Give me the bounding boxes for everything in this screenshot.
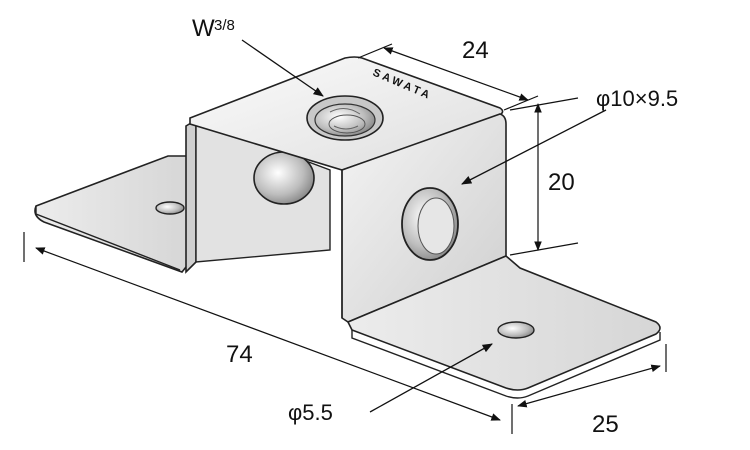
right-foot-hole xyxy=(497,321,535,339)
length-dimension: 74 xyxy=(23,232,513,434)
foot-width-dimension: 25 xyxy=(517,344,667,438)
thread-label: W xyxy=(192,15,215,42)
top-width-label: 24 xyxy=(462,37,489,64)
large-hole-callout: φ10×9.5 xyxy=(461,86,678,185)
left-foot-hole xyxy=(155,201,185,215)
thread-fraction-label: 3/8 xyxy=(214,17,235,34)
top-width-dimension: 24 xyxy=(357,37,539,111)
large-hole-label: φ10×9.5 xyxy=(596,86,678,111)
length-label: 74 xyxy=(226,341,253,368)
left-foot xyxy=(34,155,191,273)
small-hole-label: φ5.5 xyxy=(288,400,333,425)
left-wall-hole xyxy=(253,151,315,205)
height-dimension: 20 xyxy=(509,97,579,256)
left-wall xyxy=(185,118,331,274)
height-label: 20 xyxy=(548,169,575,196)
foot-width-label: 25 xyxy=(592,411,619,438)
thread-callout: W 3/8 xyxy=(192,15,324,97)
small-hole-callout: φ5.5 xyxy=(288,343,493,425)
